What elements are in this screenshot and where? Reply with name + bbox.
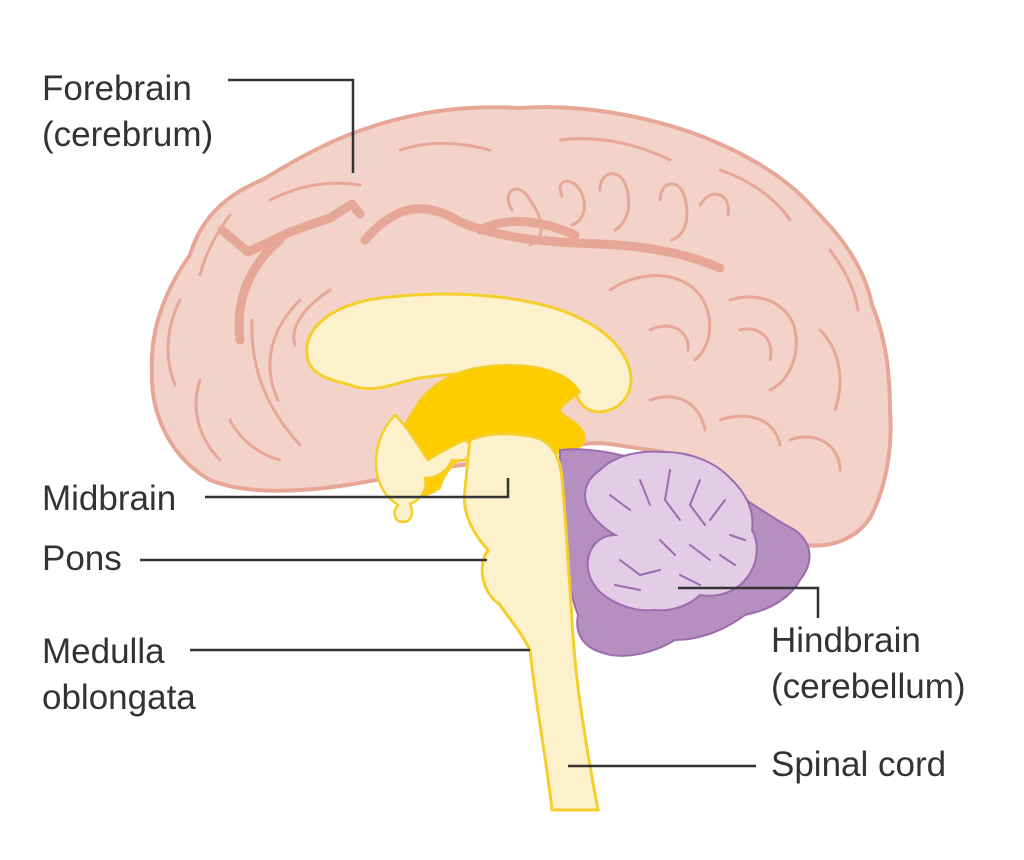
- hypothalamus: [374, 413, 483, 524]
- cerebrum-folds: [217, 199, 725, 345]
- corpus-callosum: [305, 292, 633, 414]
- label-pons: Pons: [42, 539, 122, 578]
- label-midbrain: Midbrain: [42, 479, 176, 518]
- label-spinal-cord: Spinal cord: [771, 745, 946, 784]
- cerebellum-inner: [583, 450, 758, 612]
- forebrain-leader: [228, 78, 355, 173]
- leader-lines: [140, 78, 820, 768]
- cerebellum-folia: [609, 469, 746, 591]
- brainstem: [462, 432, 600, 812]
- label-medulla-sub: oblongata: [42, 678, 196, 717]
- label-forebrain-sub: (cerebrum): [42, 115, 213, 154]
- pons: [480, 549, 501, 607]
- label-medulla: Medulla: [42, 632, 165, 671]
- label-hindbrain: Hindbrain: [771, 621, 921, 660]
- midbrain-leader: [205, 478, 510, 499]
- cerebrum-gyri: [166, 137, 860, 472]
- label-hindbrain-sub: (cerebellum): [771, 667, 966, 706]
- label-forebrain: Forebrain: [42, 69, 192, 108]
- hindbrain-leader: [678, 586, 820, 618]
